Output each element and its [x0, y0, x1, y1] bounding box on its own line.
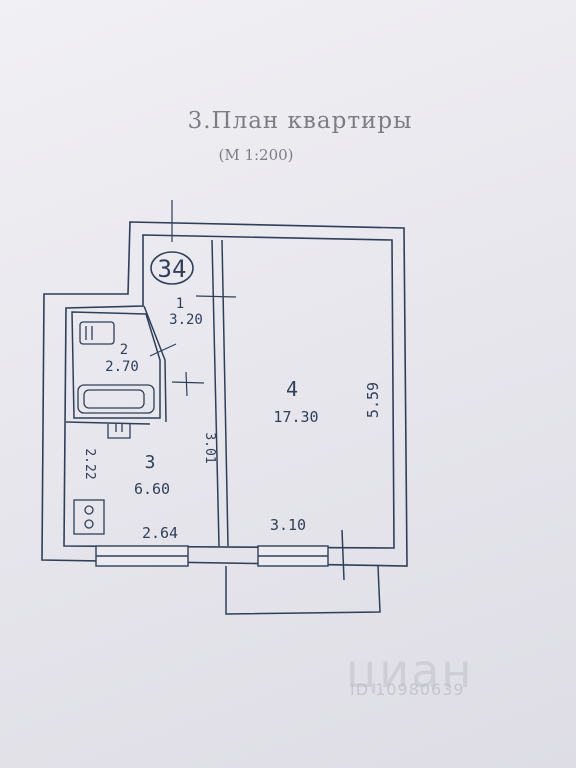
crosshair-marks [149, 200, 237, 397]
dimension-2-64: 2.64 [142, 524, 178, 542]
interior-walls [65, 239, 229, 547]
sink-icon [79, 321, 115, 345]
apartment-number-circle [150, 251, 194, 285]
room-4-area: 17.30 [273, 408, 318, 426]
fixtures [73, 321, 155, 535]
dimension-2-22: 2.22 [82, 448, 97, 479]
room-2-number: 2 [120, 342, 128, 358]
dimension-3-10: 3.10 [270, 516, 306, 534]
room-1-number: 1 [176, 296, 184, 312]
windows [95, 545, 329, 567]
watermark-id: ID 10980639 [350, 680, 465, 699]
room-2-area: 2.70 [105, 359, 139, 375]
watermark-brand: циан [346, 644, 474, 698]
apartment-number: 34 [158, 255, 187, 283]
plan-scale: (М 1:200) [218, 146, 294, 164]
toilet-icon [107, 424, 131, 439]
bathtub-icon [77, 384, 155, 414]
sink-detail [85, 326, 93, 340]
room-4-number: 4 [286, 377, 298, 401]
balcony [225, 529, 381, 615]
plan-title: 3.План квартиры [187, 108, 413, 134]
stove-icon [73, 499, 105, 535]
room-1-area: 3.20 [169, 312, 203, 328]
room-3-area: 6.60 [134, 480, 170, 498]
outer-walls [41, 221, 408, 567]
room-3-number: 3 [145, 452, 156, 473]
dimension-3-01: 3.01 [202, 432, 217, 463]
dimension-5-59: 5.59 [364, 382, 382, 418]
